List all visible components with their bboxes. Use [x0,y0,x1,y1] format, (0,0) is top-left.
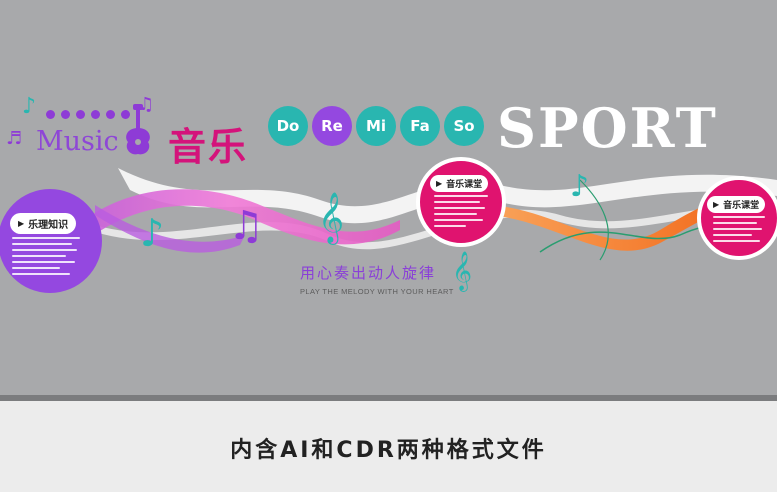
panel-tag-label: 音乐课堂 [446,180,483,190]
solfege-mi: Mi [356,106,396,146]
solfege-so: So [444,106,484,146]
panel-tag: ▶ 音乐课堂 [707,196,766,213]
decorative-dots [46,110,130,119]
panel-classroom-2: ▶ 音乐课堂 [697,176,777,260]
panel-body [713,216,765,246]
note-icon: ♫ [228,203,264,249]
panel-body [434,195,488,231]
play-icon: ▶ [713,200,720,209]
note-icon: ♪ [140,211,165,255]
caption: 内含AI和CDR两种格式文件 [230,438,547,463]
wall-panel: Music ♫ ♪ ♬ 音乐 Do Re Mi Fa So SPORT ▶ 乐理… [0,0,777,395]
panel-body [12,237,80,279]
ribbon-graphic [60,168,777,261]
guitar-icon [124,104,152,159]
solfege-fa: Fa [400,106,440,146]
treble-clef-icon: 𝄞 [318,192,345,243]
headline: SPORT [497,96,718,160]
title-english: Music [36,126,119,157]
note-icon: ♪ [22,94,37,119]
play-icon: ▶ [18,219,25,228]
panel-theory: ▶ 乐理知识 [0,189,102,293]
slogan-english: PLAY THE MELODY WITH YOUR HEART [300,287,454,296]
panel-classroom: ▶ 音乐课堂 [416,157,506,247]
title-chinese: 音乐 [168,125,249,169]
solfege-row: Do Re Mi Fa So [268,106,484,146]
note-icon: ♬ [6,128,23,149]
play-icon: ▶ [436,179,443,188]
note-icon: ♫ [138,94,155,115]
panel-tag-label: 乐理知识 [28,220,69,231]
panel-tag-label: 音乐课堂 [723,201,760,211]
treble-clef-icon: 𝄞 [452,251,473,291]
panel-tag: ▶ 音乐课堂 [430,175,489,192]
solfege-re: Re [312,106,352,146]
solfege-do: Do [268,106,308,146]
panel-tag: ▶ 乐理知识 [10,213,77,234]
note-icon: ♪ [570,169,590,204]
floor-line [0,395,777,401]
slogan-chinese: 用心奏出动人旋律 [300,264,437,282]
